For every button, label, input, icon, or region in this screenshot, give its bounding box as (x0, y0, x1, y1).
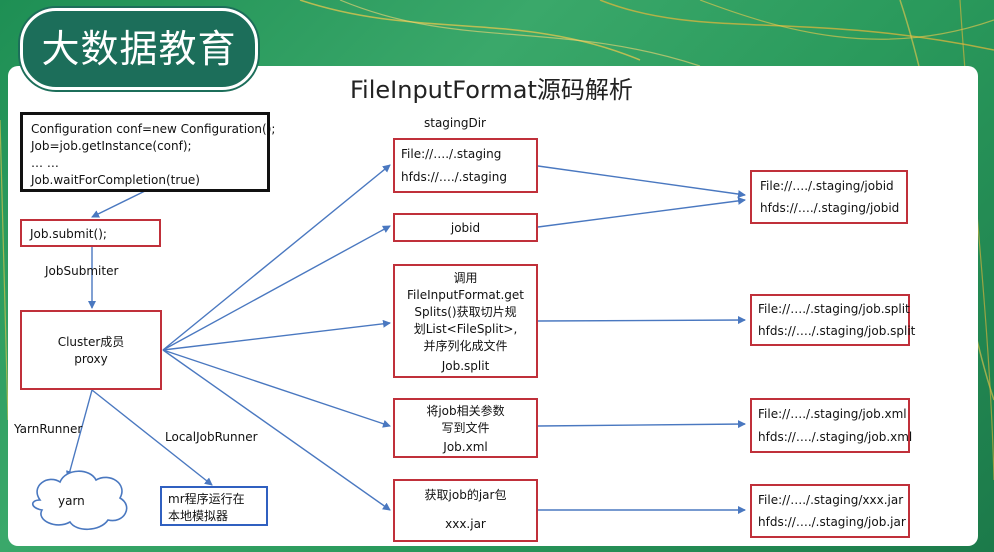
split-line-1: 调用 (453, 271, 478, 285)
xml-box: 将job相关参数 写到文件 Job.xml (393, 398, 538, 458)
local-simulator-box: mr程序运行在 本地模拟器 (160, 486, 268, 526)
out-split-line-2: hfds://…./.staging/job.split (758, 324, 916, 338)
cluster-box-line-1: Cluster成员 (57, 335, 125, 349)
stagingdir-label: stagingDir (424, 116, 486, 130)
output-xml-box: File://…./.staging/job.xml hfds://…./.st… (750, 398, 913, 453)
local-box-line-1: mr程序运行在 (168, 492, 245, 506)
out-jar-line-2: hfds://…./.staging/job.jar (758, 515, 906, 529)
jar-box: 获取job的jar包 xxx.jar (393, 479, 538, 542)
jobsubmiter-label: JobSubmiter (45, 264, 119, 278)
split-line-3: Splits()获取切片规 (414, 305, 517, 319)
yarnrunner-label: YarnRunner (14, 422, 83, 436)
split-line-2: FileInputFormat.get (407, 288, 524, 302)
jar-line-1: 获取job的jar包 (424, 488, 507, 502)
cluster-box-line-2: proxy (74, 352, 108, 366)
local-box-line-2: 本地模拟器 (168, 509, 229, 523)
staging-line-2: hfds://…./.staging (401, 170, 507, 184)
out-jar-line-1: File://…./.staging/xxx.jar (758, 493, 904, 507)
out-xml-line-1: File://…./.staging/job.xml (758, 407, 907, 421)
out-split-line-1: File://…./.staging/job.split (758, 302, 910, 316)
code-line-1: Configuration conf=new Configuration(); (31, 122, 276, 136)
split-footer: Job.split (441, 359, 490, 373)
output-jar-box: File://…./.staging/xxx.jar hfds://…./.st… (750, 484, 910, 538)
xml-line-2: 写到文件 (441, 421, 490, 435)
out-xml-line-2: hfds://…./.staging/job.xml (758, 430, 913, 444)
out-jobid-line-1: File://…./.staging/jobid (760, 179, 894, 193)
code-line-2: Job=job.getInstance(conf); (31, 139, 192, 153)
brand-badge: 大数据教育 (20, 8, 258, 90)
yarn-label: yarn (58, 494, 85, 508)
split-line-4: 划List<FileSplit>, (413, 322, 518, 336)
xml-footer: Job.xml (443, 440, 488, 454)
code-line-3: … … (31, 156, 59, 170)
localjobrunner-label: LocalJobRunner (165, 430, 258, 444)
page-title: FileInputFormat源码解析 (350, 76, 633, 104)
jar-footer: xxx.jar (445, 517, 486, 531)
submit-box: Job.submit(); (20, 219, 161, 247)
staging-dir-box: File://…./.staging hfds://…./.staging (393, 138, 538, 193)
jobid-box: jobid (393, 213, 538, 242)
output-jobid-box: File://…./.staging/jobid hfds://…./.stag… (750, 170, 908, 224)
cluster-box: Cluster成员 proxy (20, 310, 162, 390)
xml-line-1: 将job相关参数 (426, 404, 505, 418)
split-line-5: 并序列化成文件 (423, 339, 508, 353)
driver-code-box: Configuration conf=new Configuration(); … (20, 112, 276, 192)
code-line-4: Job.waitForCompletion(true) (31, 173, 200, 187)
out-jobid-line-2: hfds://…./.staging/jobid (760, 201, 900, 215)
output-split-box: File://…./.staging/job.split hfds://…./.… (750, 294, 916, 346)
staging-line-1: File://…./.staging (401, 147, 502, 161)
yarn-cloud-shape (31, 470, 128, 531)
split-box: 调用 FileInputFormat.get Splits()获取切片规 划Li… (393, 264, 538, 378)
